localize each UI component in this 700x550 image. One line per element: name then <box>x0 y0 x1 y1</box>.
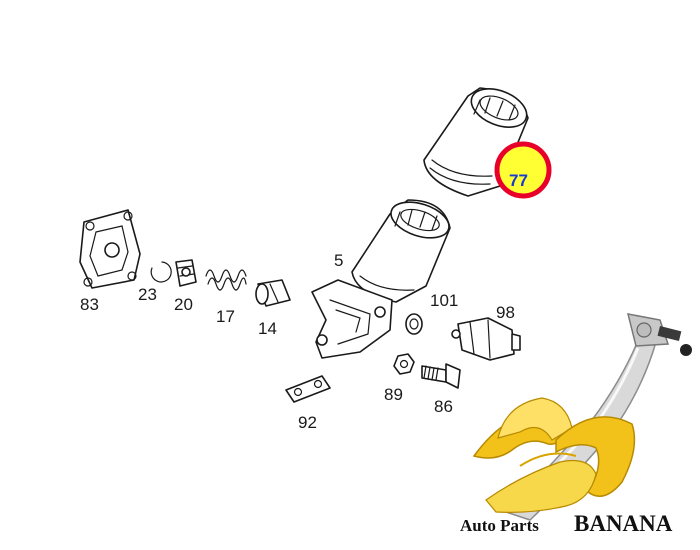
part-86-bolt[interactable] <box>421 363 461 389</box>
part-label-77: 77 <box>509 171 528 190</box>
part-label-86: 86 <box>434 397 453 416</box>
part-label-23: 23 <box>138 285 157 304</box>
part-label-101: 101 <box>430 291 458 310</box>
part-label-92: 92 <box>298 413 317 432</box>
part-20-valve[interactable] <box>175 259 197 287</box>
part-89-nut[interactable] <box>393 353 415 375</box>
part-label-17: 17 <box>216 307 235 326</box>
part-17-spring[interactable] <box>205 269 247 291</box>
part-label-5: 5 <box>334 251 343 270</box>
part-23-snap-ring[interactable] <box>150 261 172 283</box>
brand-prefix: Auto Parts <box>460 516 539 535</box>
part-83-gasket[interactable] <box>79 209 141 289</box>
part-92-bracket[interactable] <box>285 375 331 403</box>
part-label-98: 98 <box>496 303 515 322</box>
part-label-83: 83 <box>80 295 99 314</box>
part-label-89: 89 <box>384 385 403 404</box>
part-14-plug[interactable] <box>255 279 291 307</box>
part-101-o-ring[interactable] <box>405 313 423 335</box>
filter-base-mount[interactable] <box>311 279 393 359</box>
part-98-oil-sensor[interactable] <box>451 317 521 361</box>
part-77-highlight-callout[interactable]: 77 <box>494 141 552 199</box>
part-label-20: 20 <box>174 295 193 314</box>
part-label-14: 14 <box>258 319 277 338</box>
brand-name: BANANA <box>574 511 673 536</box>
brand-logo: Auto Parts BANANA <box>460 313 692 536</box>
part-5-oil-filter-housing[interactable] <box>351 196 453 303</box>
banana-illustration <box>472 397 636 513</box>
